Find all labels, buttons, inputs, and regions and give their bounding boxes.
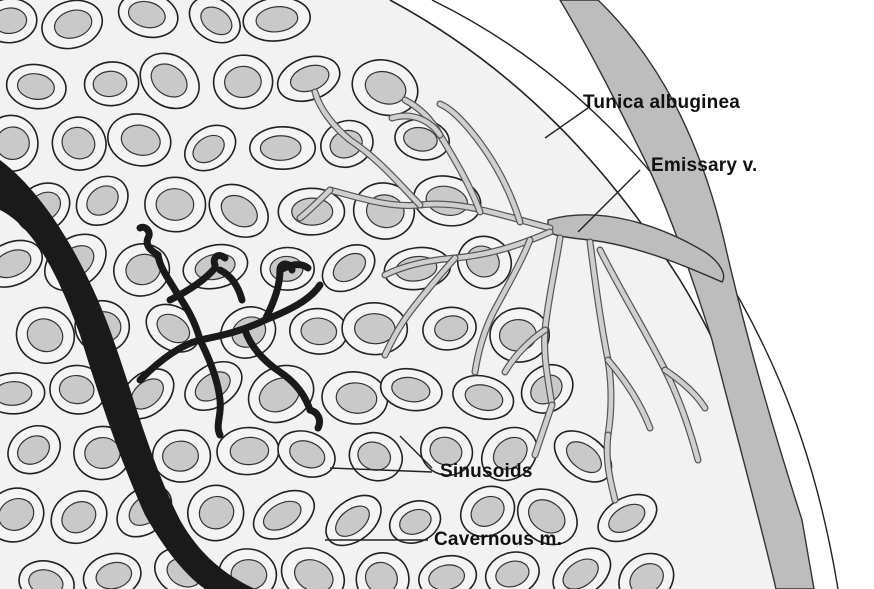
tunica-albuginea-label: Tunica albuginea xyxy=(583,92,740,114)
sinusoids-label: Sinusoids xyxy=(440,461,533,483)
cavernous-muscle-label: Cavernous m. xyxy=(434,529,562,551)
emissary-vein-label: Emissary v. xyxy=(651,155,757,177)
cell-lumen xyxy=(260,136,301,161)
sinusoid-cell xyxy=(250,127,316,170)
